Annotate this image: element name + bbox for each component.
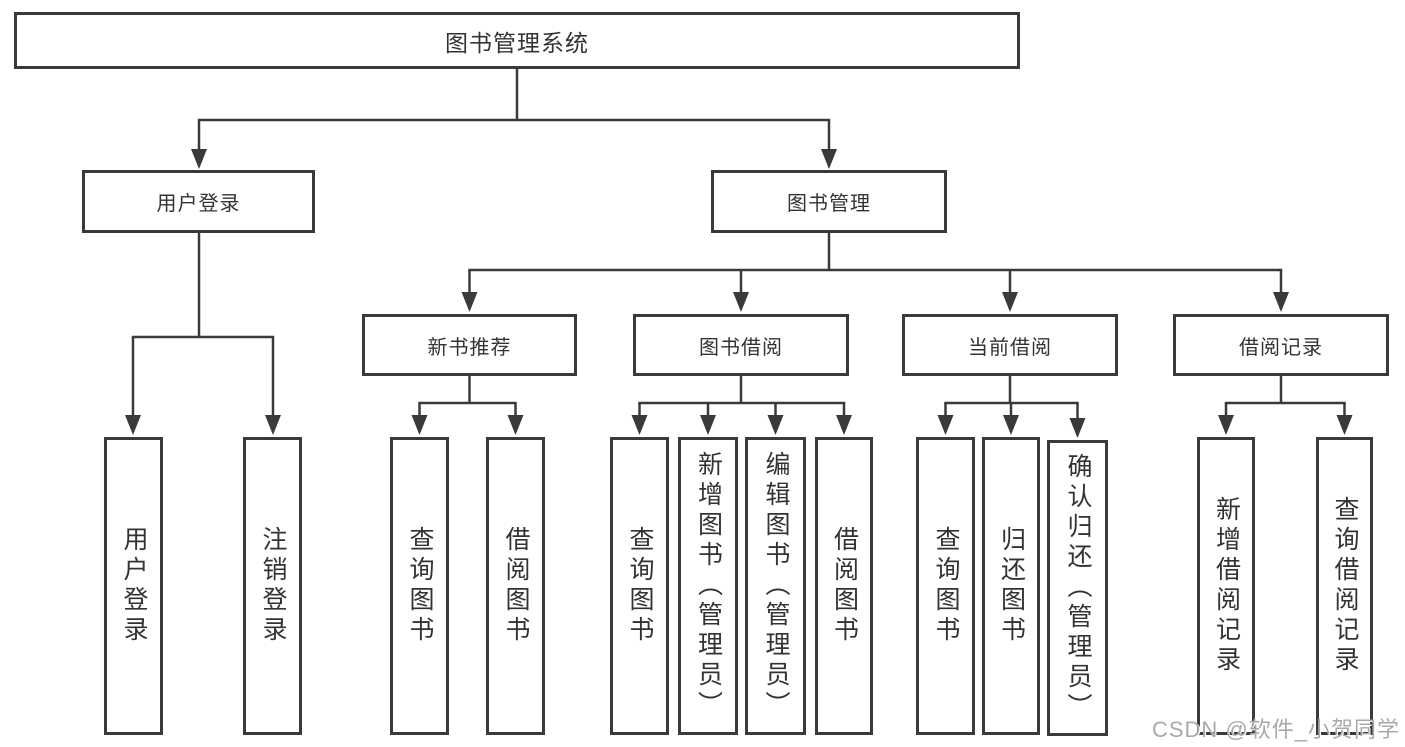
leaf-add-book-admin: 新增图书（管理员） — [678, 437, 738, 735]
node-label: 注销登录 — [259, 526, 287, 646]
leaf-query-books-current: 查询图书 — [916, 437, 975, 735]
leaf-return-books: 归还图书 — [982, 437, 1040, 735]
node-label: 查询图书 — [932, 526, 960, 646]
leaf-add-borrow-record: 新增借阅记录 — [1197, 437, 1255, 735]
node-label: 新书推荐 — [427, 336, 512, 359]
node-label: 查询借阅记录 — [1331, 496, 1359, 676]
node-label: 图书管理系统 — [445, 29, 589, 56]
node-label: 当前借阅 — [968, 336, 1052, 359]
node-borrowing-records: 借阅记录 — [1173, 314, 1389, 376]
leaf-edit-book-admin: 编辑图书（管理员） — [745, 437, 806, 735]
leaf-query-books-borrowing: 查询图书 — [610, 437, 669, 735]
node-book-borrowing: 图书借阅 — [633, 314, 849, 376]
node-library-management-system: 图书管理系统 — [14, 12, 1020, 69]
node-label: 新增图书（管理员） — [694, 451, 723, 721]
node-user-login: 用户登录 — [82, 170, 315, 233]
node-label: 借阅记录 — [1239, 336, 1323, 359]
node-label: 查询图书 — [626, 526, 654, 646]
leaf-confirm-return-admin: 确认归还（管理员） — [1047, 440, 1108, 736]
leaf-logout: 注销登录 — [243, 437, 302, 735]
node-label: 用户登录 — [120, 526, 148, 646]
node-new-book-recommendation: 新书推荐 — [362, 314, 577, 376]
node-current-borrowing: 当前借阅 — [902, 314, 1118, 376]
leaf-query-borrow-record: 查询借阅记录 — [1316, 437, 1373, 735]
node-label: 新增借阅记录 — [1212, 496, 1241, 676]
node-label: 确认归还（管理员） — [1064, 453, 1092, 723]
leaf-user-login: 用户登录 — [104, 437, 163, 735]
leaf-borrow-books-borrowing: 借阅图书 — [815, 437, 873, 735]
node-label: 借阅图书 — [502, 526, 530, 646]
node-label: 编辑图书（管理员） — [762, 451, 790, 721]
node-book-management: 图书管理 — [711, 170, 947, 233]
node-label: 归还图书 — [997, 526, 1026, 646]
node-label: 查询图书 — [406, 526, 434, 646]
leaf-borrow-books-recommend: 借阅图书 — [486, 437, 545, 735]
node-label: 借阅图书 — [830, 526, 859, 646]
node-label: 图书管理 — [787, 193, 871, 215]
leaf-query-books-recommend: 查询图书 — [390, 437, 449, 735]
node-label: 用户登录 — [156, 193, 241, 215]
watermark-text: CSDN @软件_小贺同学 — [1151, 717, 1400, 742]
node-label: 图书借阅 — [699, 336, 783, 359]
